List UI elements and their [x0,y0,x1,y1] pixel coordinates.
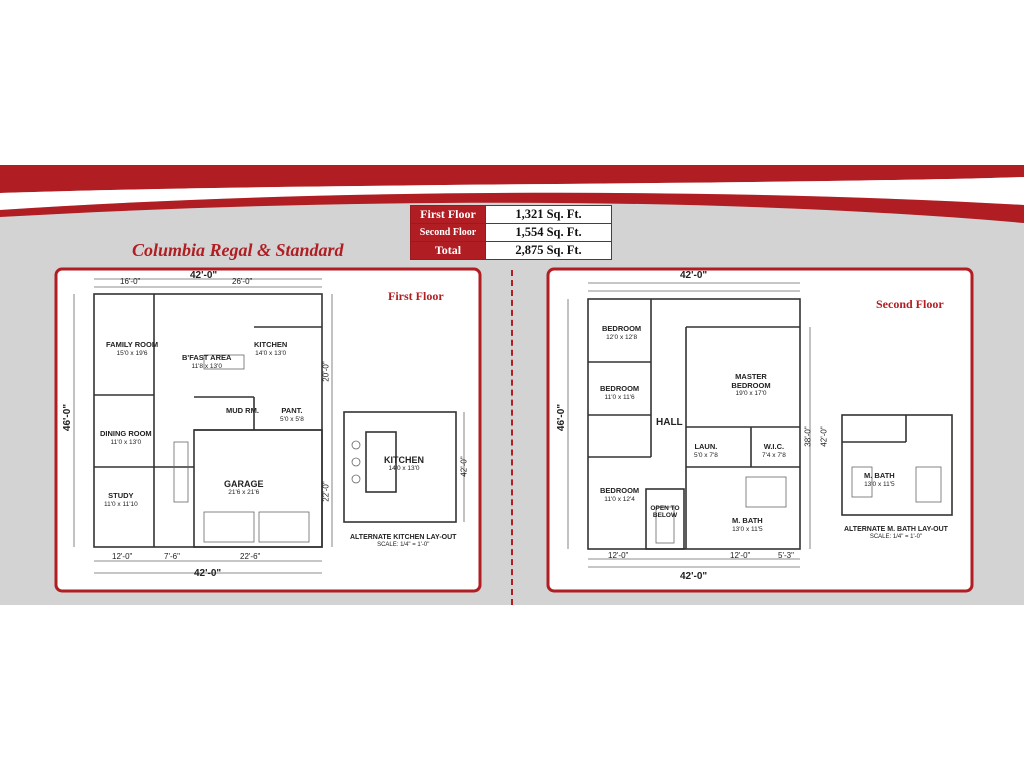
room-hall: HALL [656,417,683,428]
row-label: Total [410,241,486,260]
dim-bottom-c: 5'-3" [778,551,794,560]
room-pantry: PANT.5'0 x 5'8 [280,406,304,423]
row-label: First Floor [410,205,486,224]
row-label: Second Floor [410,223,486,242]
table-row: First Floor 1,321 Sq. Ft. [410,205,612,224]
dim-bottom-b: 12'-0" [730,551,751,560]
first-floor-drawing [54,267,482,593]
dim-bottom-a: 12'-0" [608,551,629,560]
room-open-to-below: OPEN TO BELOW [650,505,680,520]
first-floor-card: First Floor 42'-0" 16'-0" 26'-0" 46'-0" … [54,267,482,593]
dashed-divider [511,270,513,605]
square-footage-table: First Floor 1,321 Sq. Ft. Second Floor 1… [410,205,612,260]
table-row: Second Floor 1,554 Sq. Ft. [410,223,612,242]
dim-bottom: 42'-0" [680,571,708,582]
dim-bottom-right: 22'-6" [240,552,261,561]
dim-top-right: 26'-0" [232,277,253,286]
red-swoosh-decoration [0,165,1024,223]
table-row: Total 2,875 Sq. Ft. [410,241,612,260]
first-floor-label: First Floor [388,289,444,303]
dim-right-b: 42'-0" [819,426,829,447]
alt-dim-right: 42'-0" [459,456,469,477]
dim-bottom-left: 12'-0" [112,552,133,561]
row-value: 2,875 Sq. Ft. [485,241,612,260]
dim-right-a: 38'-0" [803,426,813,447]
second-floor-drawing [546,267,974,593]
room-laundry: LAUN.5'0 x 7'8 [694,442,718,459]
second-floor-label: Second Floor [876,297,944,311]
room-mud: MUD RM. [226,406,259,415]
plan-title: Columbia Regal & Standard [132,240,344,260]
dim-left: 46'-0" [556,403,568,432]
dim-right-upper: 20'-0" [321,361,331,382]
row-value: 1,554 Sq. Ft. [485,223,612,242]
dim-right-lower: 22'-0" [321,481,331,502]
dim-left: 46'-0" [62,403,74,432]
dim-bottom: 42'-0" [194,568,222,579]
dim-top-left: 16'-0" [120,277,141,286]
dim-bottom-mid: 7'-6" [164,552,180,561]
row-value: 1,321 Sq. Ft. [485,205,612,224]
dim-top: 42'-0" [680,270,708,281]
dim-top: 42'-0" [190,270,218,281]
room-wic: W.I.C.7'4 x 7'8 [762,442,786,459]
second-floor-card: Second Floor 42'-0" 46'-0" 38'-0" 42'-0"… [546,267,974,593]
